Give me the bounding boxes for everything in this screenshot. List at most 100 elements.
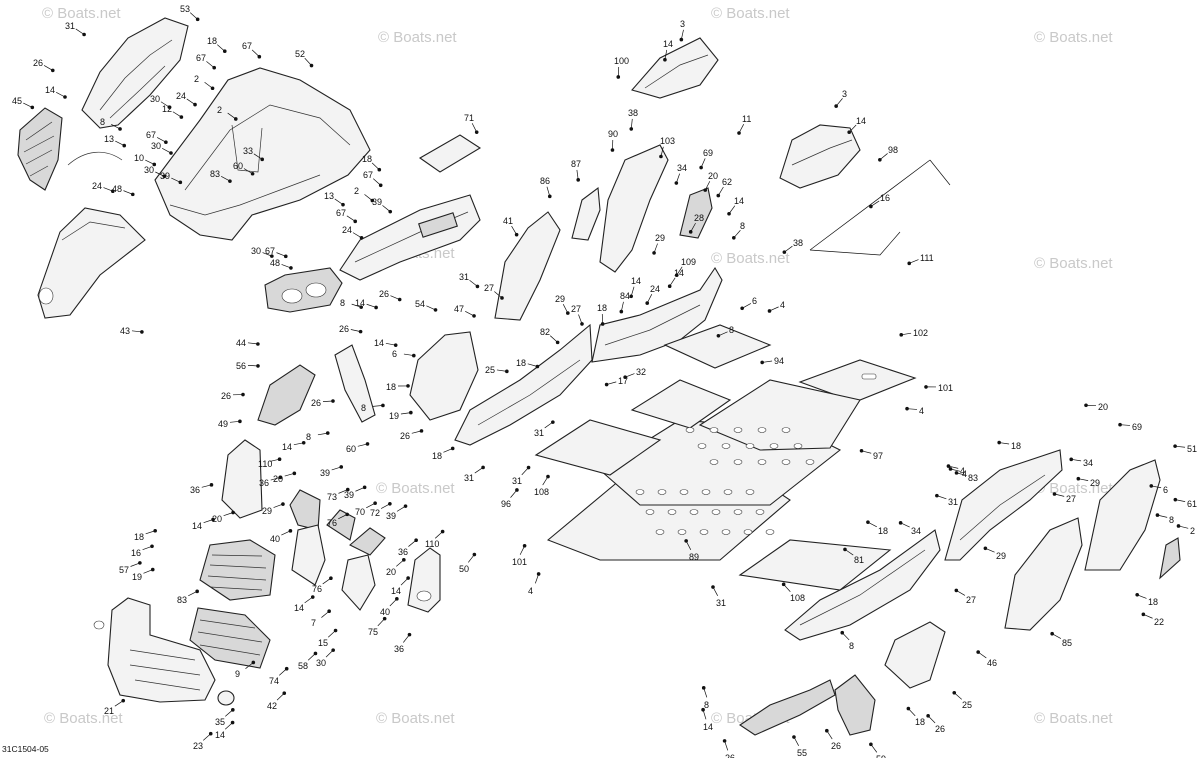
floor-hole xyxy=(709,427,719,433)
fastener-dot xyxy=(138,561,142,565)
callout-31: 31 xyxy=(65,21,75,31)
callout-8: 8 xyxy=(849,641,854,651)
fastener-dot xyxy=(604,382,609,387)
watermark-text: © Boats.net xyxy=(711,250,790,267)
fastener-dot xyxy=(301,440,306,445)
floor-hole xyxy=(769,443,779,449)
callout-20: 20 xyxy=(212,514,222,524)
callout-6: 6 xyxy=(1163,485,1168,495)
fastener-dot xyxy=(703,188,708,192)
callout-8: 8 xyxy=(100,117,105,127)
callout-31: 31 xyxy=(464,473,474,483)
callout-48: 48 xyxy=(270,258,280,268)
callout-31: 31 xyxy=(534,428,544,438)
callout-81: 81 xyxy=(854,555,864,565)
fastener-dot xyxy=(701,686,706,690)
callout-24: 24 xyxy=(92,181,102,191)
callout-83: 83 xyxy=(177,595,187,605)
fastener-dot xyxy=(619,309,624,314)
fastener-dot xyxy=(1076,476,1081,481)
callout-26: 26 xyxy=(725,753,735,758)
callout-49: 49 xyxy=(218,419,228,429)
callout-18: 18 xyxy=(878,526,888,536)
callout-62: 62 xyxy=(722,177,732,187)
fastener-dot xyxy=(162,174,167,179)
fastener-dot xyxy=(230,720,235,725)
callout-31: 31 xyxy=(716,598,726,608)
fastener-dot xyxy=(210,86,215,91)
fastener-dot xyxy=(211,517,215,522)
fastener-dot xyxy=(292,471,297,476)
callout-28: 28 xyxy=(694,213,704,223)
part-94b-plate xyxy=(630,379,732,429)
fastener-dot xyxy=(373,501,377,506)
fastener-dot xyxy=(536,572,541,576)
fastener-dot xyxy=(474,130,479,134)
callout-14: 14 xyxy=(282,442,292,452)
callout-43: 43 xyxy=(120,326,130,336)
floor-hole xyxy=(655,529,665,535)
callout-8: 8 xyxy=(1169,515,1174,525)
part-45-left-grille xyxy=(17,107,63,191)
fastener-dot xyxy=(278,475,283,480)
fastener-dot xyxy=(440,529,445,534)
fastener-dot xyxy=(327,609,331,614)
part-52-hood xyxy=(154,67,371,241)
callout-53: 53 xyxy=(180,4,190,14)
fastener-dot xyxy=(353,219,358,224)
part-drawings xyxy=(17,17,1181,736)
floor-hole xyxy=(781,459,791,465)
callout-30: 30 xyxy=(144,165,154,175)
fastener-dot xyxy=(153,528,157,533)
fastener-dot xyxy=(716,193,721,198)
part-53-front-upper-cover xyxy=(81,17,189,129)
callout-30: 30 xyxy=(151,141,161,151)
callout-21: 21 xyxy=(104,706,114,716)
floor-hole xyxy=(679,489,689,495)
fastener-dot xyxy=(282,691,287,696)
floor-hole xyxy=(721,443,731,449)
floor-hole xyxy=(697,443,707,449)
fastener-dot xyxy=(926,714,930,718)
fastener-dot xyxy=(310,595,315,599)
part-75-grille xyxy=(341,554,376,611)
callout-83: 83 xyxy=(210,169,220,179)
callout-16: 16 xyxy=(131,548,141,558)
callout-11: 11 xyxy=(742,114,751,124)
callout-6: 6 xyxy=(392,349,397,359)
fastener-dot xyxy=(659,154,663,159)
callout-18: 18 xyxy=(432,451,442,461)
callout-58: 58 xyxy=(298,661,308,671)
fastener-dot xyxy=(1118,422,1122,427)
floor-hole xyxy=(765,529,775,535)
fastener-dot xyxy=(358,329,363,334)
callout-4: 4 xyxy=(962,469,967,479)
part-49-panel xyxy=(221,439,263,519)
fastener-dot xyxy=(195,589,199,594)
fastener-dot xyxy=(63,95,67,99)
fastener-dot xyxy=(782,250,787,254)
fastener-dot xyxy=(684,539,688,543)
callout-19: 19 xyxy=(389,411,399,421)
callout-60: 60 xyxy=(346,444,356,454)
fastener-dot xyxy=(843,547,847,552)
fastener-dot xyxy=(866,520,870,524)
fastener-dot xyxy=(395,597,399,601)
fastener-dot xyxy=(231,510,235,515)
callout-29: 29 xyxy=(1090,478,1100,488)
fastener-dot xyxy=(699,165,703,170)
floor-hole xyxy=(635,489,645,495)
callout-17: 17 xyxy=(618,376,628,386)
fastener-dot xyxy=(522,543,527,548)
callout-26: 26 xyxy=(831,741,841,751)
callout-52: 52 xyxy=(295,49,305,59)
fastener-dot xyxy=(250,171,255,176)
callout-12: 12 xyxy=(162,104,172,114)
callout-22: 22 xyxy=(1154,617,1164,627)
callout-25: 25 xyxy=(962,700,972,710)
watermark-text: © Boats.net xyxy=(44,710,123,727)
callout-67: 67 xyxy=(196,53,206,63)
callout-4: 4 xyxy=(960,466,965,476)
callout-18: 18 xyxy=(362,154,372,164)
